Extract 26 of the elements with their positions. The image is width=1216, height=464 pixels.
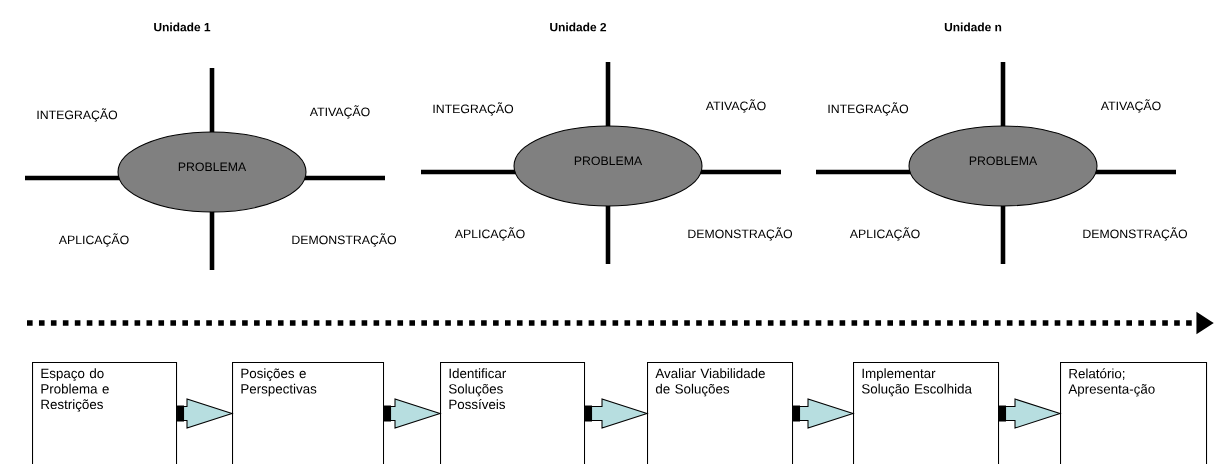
unit-title: Unidade 2 <box>550 22 607 32</box>
phase-label: INTEGRAÇÃO <box>828 102 909 116</box>
phase-label: DEMONSTRAÇÃO <box>688 227 793 241</box>
unit-title: Unidade 1 <box>154 22 211 32</box>
phase-label: ATIVAÇÃO <box>705 99 766 113</box>
phase-label: APLICAÇÃO <box>454 227 525 241</box>
phase-label: INTEGRAÇÃO <box>433 102 514 116</box>
phase-label: ATIVAÇÃO <box>309 105 370 119</box>
phase-label: INTEGRAÇÃO <box>37 108 118 122</box>
block-arrow <box>998 398 1062 429</box>
block-arrow <box>584 398 649 429</box>
block-arrow <box>792 398 855 429</box>
block-arrow <box>176 398 234 429</box>
step-box: Posições e Perspectivas <box>232 362 385 464</box>
phase-label: ATIVAÇÃO <box>1100 99 1161 113</box>
unit-title: Unidade n <box>944 22 1002 32</box>
block-arrow <box>383 398 442 429</box>
phase-label: APLICAÇÃO <box>849 227 920 241</box>
step-box: Identificar Soluções Possíveis <box>440 362 586 464</box>
phase-label: APLICAÇÃO <box>58 233 129 247</box>
phase-label: DEMONSTRAÇÃO <box>292 233 397 247</box>
step-box: Espaço do Problema e Restrições <box>32 362 178 464</box>
step-box: Implementar Solução Escolhida <box>853 362 1000 464</box>
step-box: Relatório; Apresenta-ção <box>1060 362 1208 464</box>
step-box: Avaliar Viabilidade de Soluções <box>647 362 794 464</box>
phase-label: DEMONSTRAÇÃO <box>1083 227 1188 241</box>
